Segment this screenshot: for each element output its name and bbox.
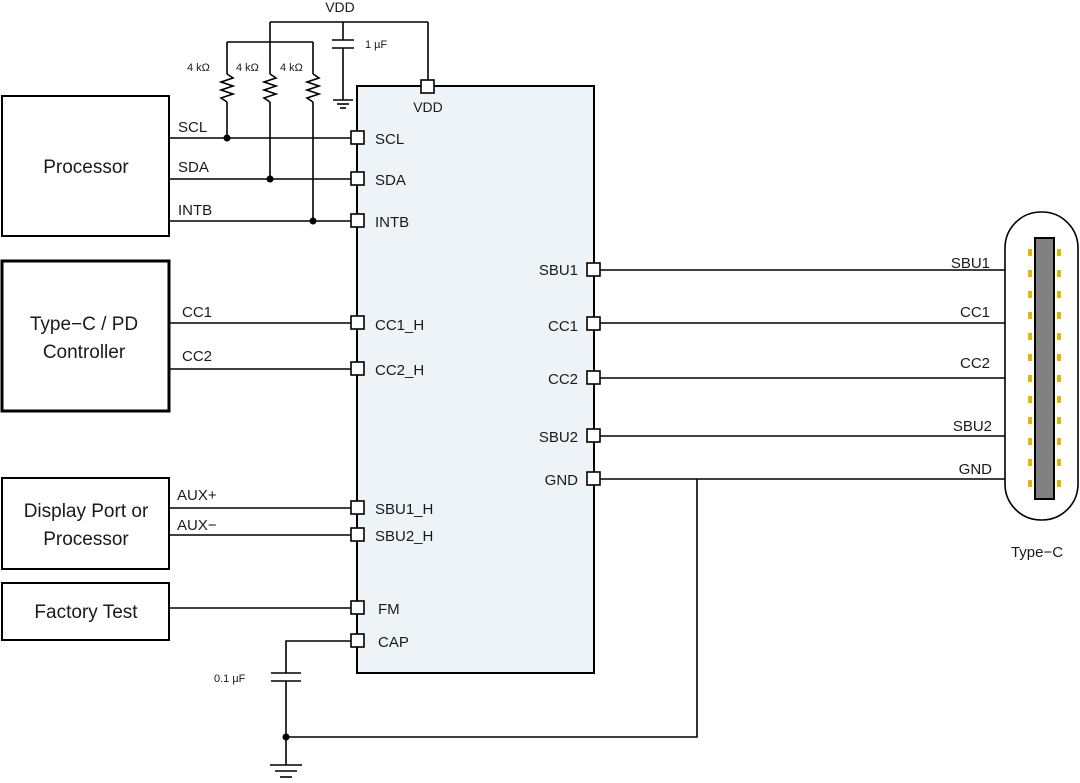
ic-pin-cc2-h-label: CC2_H: [375, 362, 424, 379]
pin-cc2: [586, 370, 601, 385]
processor-block: [1, 95, 170, 237]
display-port-block: [1, 477, 170, 570]
factory-test-label: Factory Test: [34, 602, 138, 623]
net-scl: SCL: [178, 119, 207, 136]
conn-net-cc2: CC2: [960, 355, 990, 372]
net-aux-minus: AUX−: [177, 517, 217, 534]
pin-cc1: [586, 316, 601, 331]
pin-cap: [350, 633, 365, 648]
ic-pin-gnd-label: GND: [545, 472, 579, 489]
ic-pin-sbu1-h-label: SBU1_H: [375, 501, 433, 518]
conn-net-cc1: CC1: [960, 304, 990, 321]
cap-top-label: 1 µF: [365, 39, 388, 51]
resistor-3: [304, 42, 322, 221]
typec-connector: [1004, 211, 1079, 521]
ic-pin-sbu2-label: SBU2: [539, 429, 578, 446]
junction-sda: [266, 175, 274, 183]
pin-cc1-h: [350, 315, 365, 330]
processor-label: Processor: [43, 157, 129, 178]
res2-label: 4 kΩ: [236, 62, 259, 74]
display-label-line2: Processor: [43, 529, 129, 550]
net-cc1: CC1: [182, 304, 212, 321]
junction-intb: [309, 217, 317, 225]
ic-left-pins: [350, 130, 365, 648]
net-aux-plus: AUX+: [177, 487, 217, 504]
vdd-rail-label: VDD: [325, 0, 355, 15]
ic-pin-cc2-label: CC2: [548, 371, 578, 388]
conn-net-gnd: GND: [959, 461, 993, 478]
junction-gnd: [282, 733, 290, 741]
ground-symbol-bottom: [270, 764, 302, 778]
ic-pin-cap-label: CAP: [378, 634, 409, 651]
typec-contacts: [1028, 249, 1061, 487]
ic-pin-sda-label: SDA: [375, 172, 406, 189]
pin-intb: [350, 213, 365, 228]
pin-vdd: [420, 79, 435, 94]
typec-pd-label-line2: Controller: [43, 342, 126, 363]
ic-pin-cc1-label: CC1: [548, 318, 578, 335]
pin-gnd: [586, 471, 601, 486]
pin-cc2-h: [350, 361, 365, 376]
ic-pin-sbu1-label: SBU1: [539, 262, 578, 279]
typec-pd-label-line1: Type−C / PD: [30, 314, 138, 335]
pin-sbu1: [586, 262, 601, 277]
ic-pin-fm-label: FM: [378, 601, 400, 618]
net-sda: SDA: [178, 159, 209, 176]
capacitor-1uf: [332, 22, 354, 100]
pin-scl: [350, 130, 365, 145]
resistor-1: [218, 42, 236, 138]
typec-pd-controller-block: [0, 259, 171, 413]
conn-net-sbu2: SBU2: [953, 418, 992, 435]
typec-connector-label: Type−C: [1011, 544, 1063, 561]
ground-symbol-top: [333, 99, 353, 109]
ic-pin-cc1-h-label: CC1_H: [375, 317, 424, 334]
net-cc2: CC2: [182, 348, 212, 365]
factory-test-block: [1, 582, 170, 641]
ic-pin-scl-label: SCL: [375, 131, 404, 148]
ic-pin-vdd-label: VDD: [413, 99, 443, 115]
ic-pin-intb-label: INTB: [375, 214, 409, 231]
pin-sbu1-h: [350, 500, 365, 515]
cap-bottom-label: 0.1 µF: [214, 673, 246, 685]
pin-fm: [350, 600, 365, 615]
resistor-2: [261, 42, 279, 179]
capacitor-0-1uf: [271, 640, 351, 765]
display-label-line1: Display Port or: [24, 501, 149, 522]
junction-scl: [223, 134, 231, 142]
right-wires: [286, 269, 1005, 738]
res3-label: 4 kΩ: [280, 62, 303, 74]
pin-sbu2-h: [350, 527, 365, 542]
pin-sbu2: [586, 428, 601, 443]
pin-sda: [350, 171, 365, 186]
net-intb: INTB: [178, 202, 212, 219]
ic-pin-sbu2-h-label: SBU2_H: [375, 528, 433, 545]
left-wires: [169, 137, 351, 609]
ic-body: [356, 85, 595, 674]
res1-label: 4 kΩ: [187, 62, 210, 74]
conn-net-sbu1: SBU1: [951, 255, 990, 272]
